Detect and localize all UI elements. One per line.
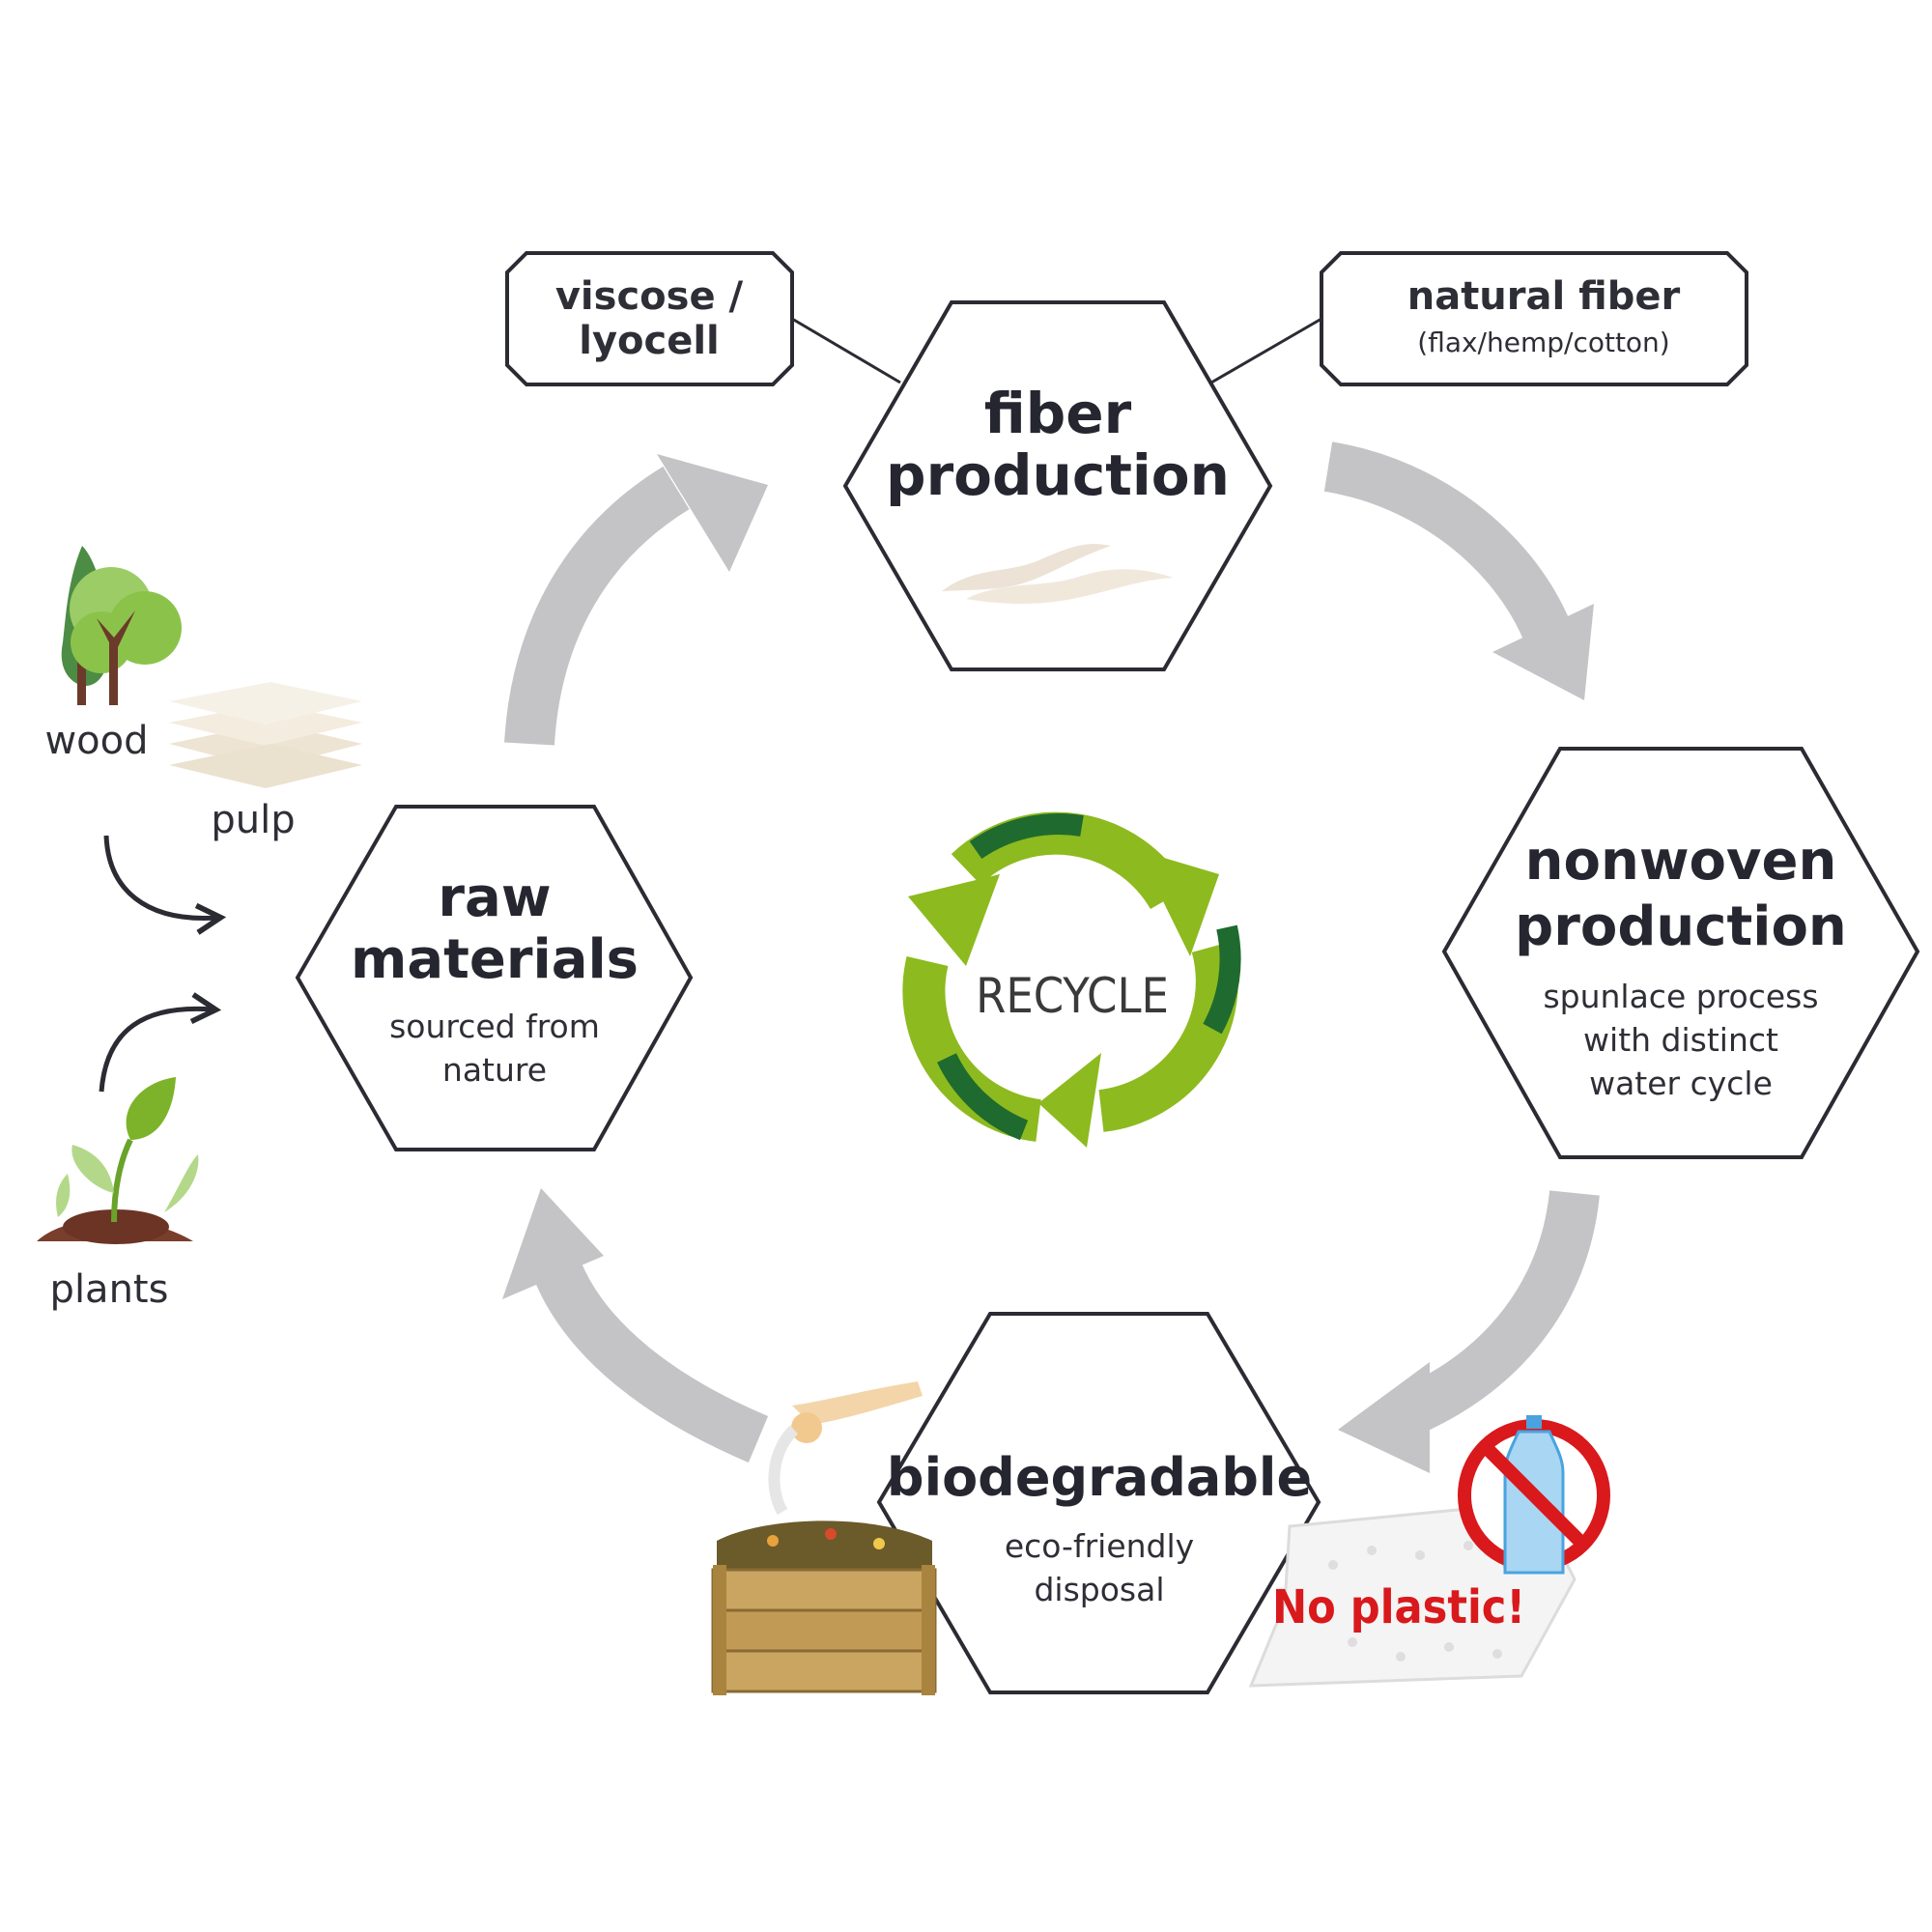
node-fiber-production: fiber production <box>842 300 1273 671</box>
tag-viscose-lyocell: viscose / lyocell <box>505 251 794 386</box>
fiber-title-2: production <box>886 442 1230 508</box>
tag-viscose-line-2: lyocell <box>579 319 720 363</box>
connector-natural-fiber <box>1210 317 1322 384</box>
tag-natural-line-2: (flax/hemp/cotton) <box>1417 327 1669 358</box>
tag-viscose-line-1: viscose / <box>555 274 744 319</box>
no-plastic-bottle-icon <box>1458 1415 1610 1575</box>
nonwoven-title-1: nonwoven <box>1525 830 1837 893</box>
pulp-sheets-icon <box>169 682 362 788</box>
nonwoven-sub-2: with distinct <box>1583 1021 1778 1059</box>
node-nonwoven-production: nonwoven production spunlace process wit… <box>1441 747 1920 1159</box>
arrow-wood-to-raw <box>103 835 227 935</box>
nonwoven-sub-1: spunlace process <box>1543 978 1818 1015</box>
compost-box-icon <box>711 1381 937 1695</box>
fiber-title-1: fiber <box>984 381 1132 446</box>
node-biodegradable: biodegradable eco-friendly disposal <box>876 1312 1321 1694</box>
biodegradable-title: biodegradable <box>887 1447 1312 1508</box>
flow-arrow-raw-to-fiber <box>504 454 768 746</box>
no-plastic-text: No plastic! <box>1272 1580 1525 1634</box>
tag-natural-line-1: natural fiber <box>1407 274 1681 319</box>
flow-arrow-biodegradable-to-raw <box>502 1188 769 1463</box>
raw-title-2: materials <box>351 928 639 991</box>
recycle-icon: RECYCLE <box>902 811 1241 1148</box>
plant-sprout-icon <box>37 1077 199 1244</box>
nonwoven-title-2: production <box>1515 895 1847 958</box>
node-raw-materials: raw materials sourced from nature <box>295 805 694 1151</box>
raw-title-1: raw <box>438 867 551 929</box>
connector-viscose <box>791 317 901 384</box>
raw-sub-2: nature <box>442 1051 547 1089</box>
nonwoven-sub-3: water cycle <box>1589 1065 1773 1102</box>
arrow-plants-to-raw <box>99 992 222 1093</box>
flow-arrow-fiber-to-nonwoven <box>1323 441 1594 700</box>
tag-natural-fiber: natural fiber (flax/hemp/cotton) <box>1320 251 1748 386</box>
source-plants-label: plants <box>50 1267 169 1312</box>
flow-arrow-nonwoven-to-biodegradable <box>1338 1189 1600 1473</box>
raw-sub-1: sourced from <box>389 1008 600 1045</box>
source-pulp-label: pulp <box>211 798 295 842</box>
fiber-strand-icon <box>942 544 1174 604</box>
recycle-label: RECYCLE <box>976 968 1169 1024</box>
source-wood-label: wood <box>44 719 148 763</box>
tree-icon <box>61 546 182 705</box>
biodegradable-sub-2: disposal <box>1034 1571 1164 1608</box>
biodegradable-sub-1: eco-friendly <box>1005 1527 1194 1565</box>
